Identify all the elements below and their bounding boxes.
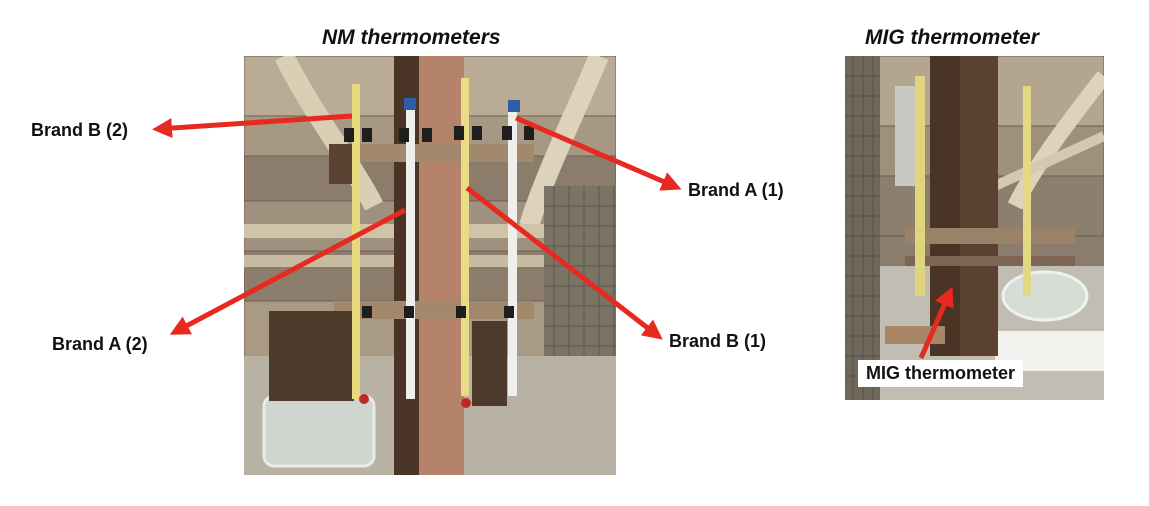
label-brand-b-1: Brand B (1)	[669, 331, 767, 351]
label-mig-thermometer: MIG thermometer	[858, 360, 1024, 387]
nm-thermometers-title: NM thermometers	[322, 26, 501, 49]
mig-thermometer-photo	[845, 56, 1104, 400]
mig-thermometer-title: MIG thermometer	[865, 26, 1039, 49]
label-brand-b-2: Brand B (2)	[31, 120, 129, 140]
nm-thermometers-photo	[244, 56, 616, 475]
label-brand-a-1: Brand A (1)	[688, 180, 784, 200]
label-brand-a-2: Brand A (2)	[52, 334, 148, 354]
